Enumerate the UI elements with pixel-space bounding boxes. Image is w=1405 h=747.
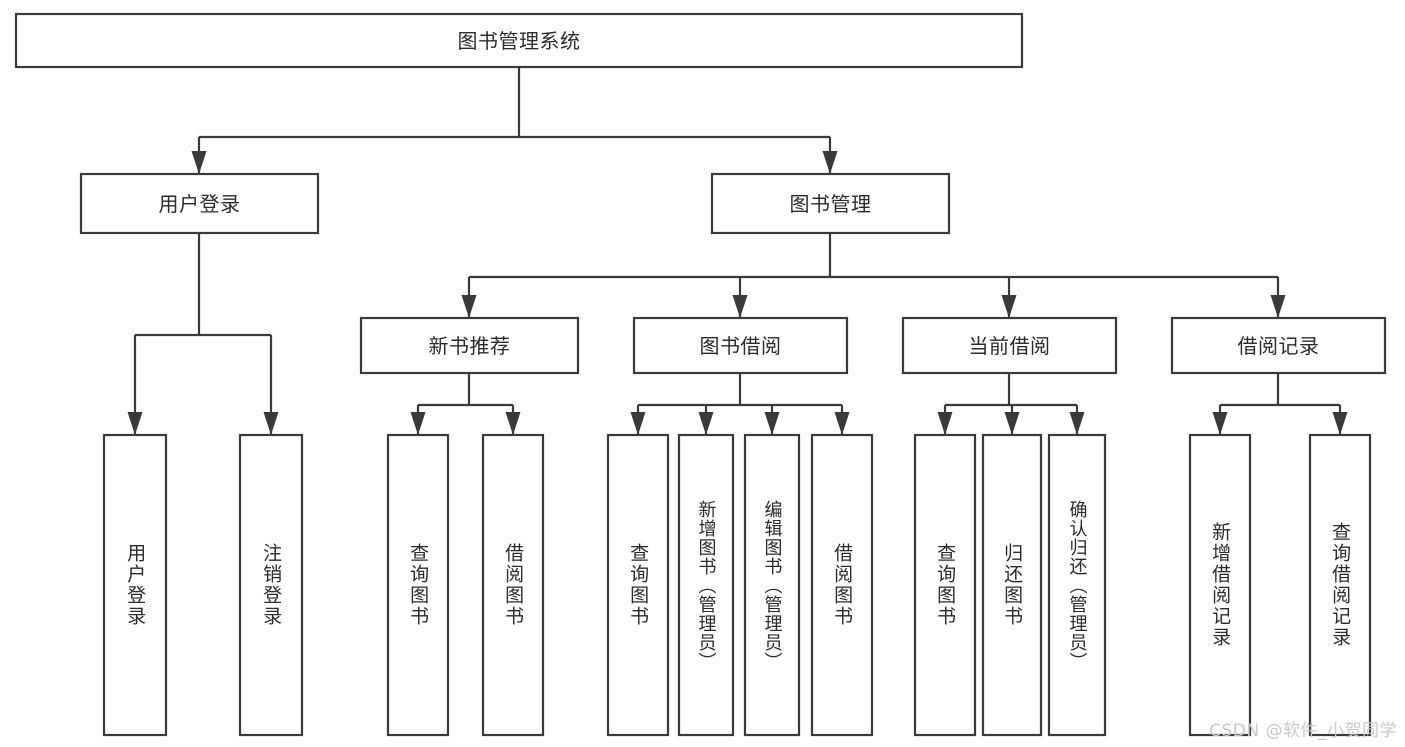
node-leaf-logout[interactable] <box>240 435 302 735</box>
node-box-leaf-borrow-book-2[interactable] <box>810 433 874 737</box>
arrow-leaf-query-record <box>1332 412 1348 435</box>
node-leaf-confirm-return[interactable] <box>1049 435 1105 735</box>
arrow-borrow-record <box>1270 295 1286 318</box>
node-leaf-user-login[interactable] <box>104 435 166 735</box>
node-root[interactable] <box>16 14 1022 67</box>
node-box-root[interactable] <box>14 12 1024 69</box>
node-box-leaf-user-login[interactable] <box>102 433 168 737</box>
node-box-leaf-query-book-3[interactable] <box>913 433 977 737</box>
node-box-leaf-return-book[interactable] <box>981 433 1043 737</box>
node-user-login[interactable] <box>81 174 318 233</box>
arrow-leaf-logout <box>263 412 279 435</box>
node-box-leaf-add-record[interactable] <box>1188 433 1252 737</box>
node-leaf-query-book-3[interactable] <box>915 435 975 735</box>
node-box-current-borrow[interactable] <box>901 316 1118 375</box>
node-box-leaf-borrow-book-1[interactable] <box>481 433 545 737</box>
node-leaf-add-record[interactable] <box>1190 435 1250 735</box>
node-box-leaf-confirm-return[interactable] <box>1047 433 1107 737</box>
node-leaf-query-book-1[interactable] <box>388 435 448 735</box>
node-leaf-query-book-2[interactable] <box>608 435 668 735</box>
arrow-book-borrow <box>732 295 748 318</box>
node-leaf-add-book[interactable] <box>679 435 733 735</box>
node-box-new-book-recommend[interactable] <box>359 316 580 375</box>
node-new-book-recommend[interactable] <box>361 318 578 373</box>
node-leaf-borrow-book-2[interactable] <box>812 435 872 735</box>
node-leaf-borrow-book-1[interactable] <box>483 435 543 735</box>
arrow-leaf-query-book-2 <box>630 412 646 435</box>
node-box-leaf-add-book[interactable] <box>677 433 735 737</box>
arrow-book-manage <box>822 151 838 174</box>
node-box-leaf-query-book-2[interactable] <box>606 433 670 737</box>
arrow-leaf-query-book-1 <box>410 412 426 435</box>
arrow-leaf-user-login <box>127 412 143 435</box>
node-book-manage[interactable] <box>712 174 949 233</box>
node-box-leaf-query-book-1[interactable] <box>386 433 450 737</box>
arrow-user-login <box>191 151 207 174</box>
arrow-leaf-return-book <box>1004 412 1020 435</box>
arrow-leaf-confirm-return <box>1069 412 1085 435</box>
node-leaf-query-record[interactable] <box>1310 435 1370 735</box>
arrow-leaf-edit-book <box>764 412 780 435</box>
arrow-leaf-borrow-book-2 <box>834 412 850 435</box>
arrow-current-borrow <box>1001 295 1017 318</box>
node-leaf-edit-book[interactable] <box>745 435 799 735</box>
arrow-leaf-query-book-3 <box>937 412 953 435</box>
arrow-leaf-add-record <box>1212 412 1228 435</box>
node-book-borrow[interactable] <box>634 318 847 373</box>
node-boxes-group <box>14 12 1387 737</box>
arrow-leaf-add-book <box>698 412 714 435</box>
arrow-new-book-recommend <box>461 295 477 318</box>
node-borrow-record[interactable] <box>1172 318 1385 373</box>
node-box-leaf-logout[interactable] <box>238 433 304 737</box>
connector-lines-group <box>127 67 1348 435</box>
node-current-borrow[interactable] <box>903 318 1116 373</box>
node-box-leaf-query-record[interactable] <box>1308 433 1372 737</box>
node-leaf-return-book[interactable] <box>983 435 1041 735</box>
arrow-leaf-borrow-book-1 <box>505 412 521 435</box>
node-box-user-login[interactable] <box>79 172 320 235</box>
